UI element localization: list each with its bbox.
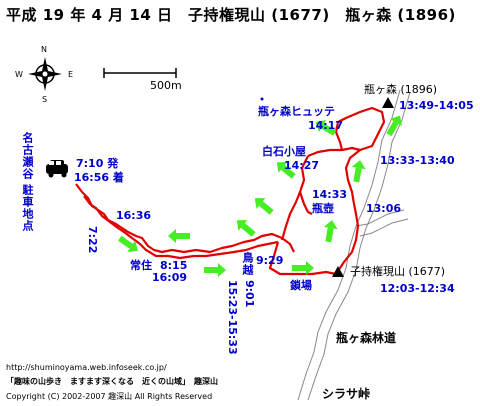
torigoe-time1: 9:29 (256, 254, 284, 267)
tsuneju-name: 常住 (130, 259, 152, 272)
page-title: 平成 19 年 4 月 14 日 子持権現山 (1677) 瓶ヶ森 (1896) (6, 6, 456, 24)
peak-kamegamori-name: 瓶ヶ森 (1896) (364, 83, 438, 96)
car-icon (46, 160, 68, 178)
kame-tsubo-name: 瓶壺 (312, 202, 334, 215)
kame-tsubo-time: 14:33 (312, 188, 348, 201)
compass-icon (28, 57, 62, 91)
arrow-2 (168, 229, 190, 243)
shiraishi-name: 白石小屋 (262, 145, 306, 158)
footer-copyright: Copyright (C) 2002-2007 趣深山 All Rights R… (6, 392, 213, 401)
arrow-5 (254, 198, 274, 215)
arrow-3 (204, 263, 226, 277)
hiking-route (75, 106, 386, 276)
arrow-8 (323, 220, 338, 243)
direction-arrows (118, 115, 403, 277)
arrow-10 (386, 115, 403, 137)
arrow-7 (292, 261, 314, 275)
arrow-6 (276, 162, 296, 179)
scale-bar (103, 68, 177, 78)
mid-time: 16:36 (116, 209, 152, 222)
arrow-4 (236, 220, 256, 237)
junction-time: 13:33-13:40 (380, 154, 455, 167)
torigoe-time2: 9:01 (243, 280, 256, 308)
hutte-time: 14:17 (308, 119, 344, 132)
pass-label: シラサ峠 (322, 387, 371, 401)
hutte-name: 瓶ヶ森ヒュッテ (258, 105, 335, 118)
arrow-9 (351, 160, 366, 183)
compass-e: E (68, 70, 74, 79)
arrow-1 (118, 235, 138, 253)
compass-w: W (15, 70, 23, 79)
compass-s: S (42, 95, 48, 104)
parking-arrive: 16:56 着 (74, 171, 124, 184)
start-time-vertical: 7:22 (86, 226, 99, 254)
torigoe-name: 鳥越 (241, 252, 254, 276)
footer-url[interactable]: http://shuminoyama.web.infoseek.co.jp/ (6, 363, 167, 372)
scale-label: 500m (150, 79, 182, 92)
compass-n: N (41, 45, 47, 54)
parking-place: 名古瀬谷 (21, 132, 34, 180)
tsuneju-time2: 16:09 (152, 271, 188, 284)
saddle-time: 13:06 (366, 202, 402, 215)
peak-komochi-time: 12:03-12:34 (380, 282, 455, 295)
shiraishi-time: 14:27 (284, 159, 320, 172)
footer-slogan: 「趣味の山歩き ますます深くなる 近くの山域」 趣深山 (6, 377, 218, 386)
forest-road-label: 瓶ヶ森林道 (336, 331, 397, 345)
hut-marker-icon (260, 97, 264, 101)
arrow-11 (315, 119, 337, 136)
tsuneju-time1: 8:15 (160, 259, 188, 272)
forest-road (297, 89, 411, 401)
kusariba-label: 鎖場 (290, 279, 312, 292)
torigoe-time3: 15:23-15:33 (226, 280, 239, 355)
summit-kamegamori-icon (382, 97, 394, 108)
parking-depart: 7:10 発 (76, 157, 119, 170)
parking-lot: 駐車地点 (21, 184, 34, 232)
peak-kamegamori-time: 13:49-14:05 (399, 99, 474, 112)
peak-komochi-name: 子持権現山 (1677) (350, 265, 446, 278)
summit-komochi-icon (332, 266, 344, 277)
